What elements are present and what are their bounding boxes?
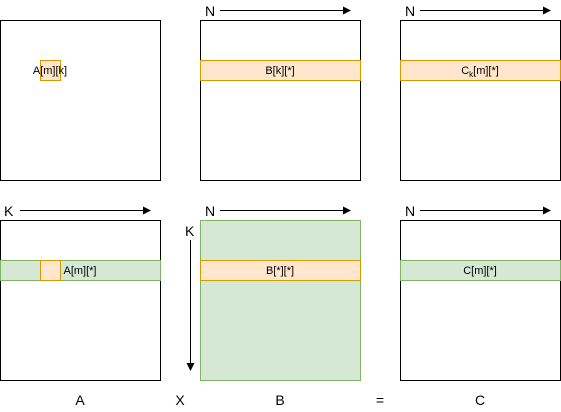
top-a-element-label: A[m][k] (33, 65, 67, 77)
caption-equals: = (376, 392, 384, 408)
bottom-a-row-label: A[m][*] (63, 265, 96, 277)
caption-times: X (175, 392, 185, 408)
bottom-matrix-b: N K B[*][*] (185, 203, 361, 381)
top-matrix-a-box (0, 20, 161, 181)
top-matrix-b-box (200, 20, 361, 181)
bottom-c-row-label: C[m][*] (463, 265, 497, 277)
bottom-c-axis-label: N (405, 203, 415, 219)
top-c-label-rest: [m][*] (473, 65, 499, 77)
bottom-matrix-a-box (0, 220, 161, 381)
bottom-a-axis-label: K (4, 203, 14, 219)
bottom-b-row-label: B[*][*] (266, 265, 294, 277)
bottom-matrix-a: K A[m][*] (0, 203, 161, 381)
top-a-element-cell (40, 60, 61, 81)
bottom-matrix-c-box (400, 220, 561, 381)
top-matrix-a: A[m][k] (0, 20, 161, 181)
top-matrix-b: N B[k][*] (200, 3, 361, 181)
top-c-label-main: C (461, 65, 469, 77)
bottom-b-row-highlight (200, 260, 361, 281)
top-b-axis-label: N (205, 3, 215, 19)
caption-b: B (275, 392, 284, 408)
top-matrix-c: N Ck[m][*] (400, 3, 561, 181)
bottom-b-axis-label-k: K (185, 223, 195, 239)
bottom-b-axis-label-n: N (205, 203, 215, 219)
caption-c: C (475, 392, 485, 408)
caption-a: A (75, 392, 85, 408)
top-matrix-c-box (400, 20, 561, 181)
top-c-row-label: Ck[m][*] (461, 65, 499, 79)
top-b-row-label: B[k][*] (265, 65, 294, 77)
top-c-axis-label: N (405, 3, 415, 19)
top-b-row-highlight (200, 60, 361, 81)
top-c-label-subscript: k (469, 70, 474, 79)
bottom-matrix-c: N C[m][*] (400, 203, 561, 381)
bottom-matrix-b-box (200, 220, 361, 381)
bottom-a-element-cell (40, 260, 61, 281)
